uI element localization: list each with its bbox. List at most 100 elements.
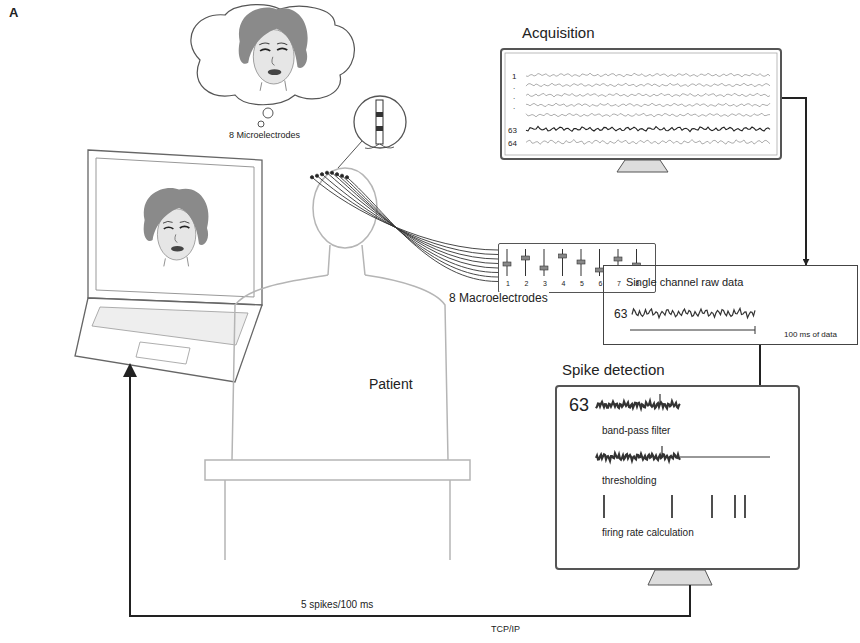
box-text: 1 [506, 280, 510, 288]
electrode-wires [310, 171, 498, 281]
electrode-wires-part [327, 173, 498, 264]
spike-traces-part [671, 495, 673, 518]
acquisition-monitor-part [505, 53, 777, 155]
microelectrode-inset-part [365, 144, 394, 149]
laptop-part [136, 342, 190, 364]
panel-letter: A [8, 6, 19, 21]
feedback-arrow-part [123, 363, 137, 377]
box-text: 100 ms of data [784, 330, 837, 339]
box-text: 2 [525, 280, 529, 288]
acquisition-monitor-part [500, 48, 782, 160]
patient-label: Patient [368, 376, 414, 392]
box-text: 63 [508, 126, 517, 135]
electrode-wires-part [342, 176, 498, 277]
signal-traces-part [526, 103, 770, 107]
raw-data-panel-part [603, 265, 858, 345]
data-rate-label: 5 spikes/100 ms [300, 599, 374, 611]
patient-silhouette-part [225, 480, 450, 560]
amplifier-sliders-part [522, 256, 530, 260]
box-text: thresholding [602, 475, 656, 487]
feedback-arrow-part [130, 374, 690, 616]
spike-traces-part [680, 456, 770, 457]
spike-monitor-part [555, 385, 800, 570]
box-text: . [513, 92, 515, 101]
spike-monitor [555, 385, 800, 585]
electrode-wires-part [337, 174, 498, 272]
spike-detection-monitor: Spike detection63band-pass filterthresho… [555, 385, 800, 570]
amplifier-sliders-part [525, 249, 526, 276]
thought-bubble-part [239, 7, 308, 90]
thought-bubble-part [258, 121, 264, 127]
signal-traces [526, 73, 770, 144]
electrode-wires-part [320, 173, 323, 176]
microelectrode-inset-part [376, 100, 383, 144]
electrode-label: 8 Macroelectrodes [448, 292, 549, 306]
box-text: 5 [580, 280, 584, 288]
spike-traces-part [711, 495, 713, 518]
amplifier-sliders-part [540, 266, 548, 270]
spike-traces-part [596, 453, 680, 460]
electrode-wires-part [335, 173, 338, 176]
signal-connector [759, 345, 761, 385]
electrode-wires-part [340, 174, 343, 177]
electrode-label: 8 Microelectrodes [228, 130, 301, 140]
spike-traces-part [744, 495, 746, 518]
patient-silhouette-part [328, 245, 365, 275]
amplifier-sliders-part [577, 260, 585, 264]
box-text: . [513, 82, 515, 91]
thought-bubble-part [191, 5, 355, 105]
box-text: 63 [614, 308, 627, 322]
spike-traces-part [661, 446, 662, 457]
box-text: 6 [599, 280, 603, 288]
microelectrode-inset-part [354, 96, 406, 148]
signal-traces-part [526, 73, 770, 77]
laptop-part [96, 158, 254, 297]
raw-trace [632, 308, 755, 317]
laptop-part [92, 307, 248, 345]
box-text: 1 [512, 72, 516, 81]
microelectrode-inset [338, 96, 406, 168]
box-heading: Spike detection [562, 361, 665, 378]
box-text: 64 [508, 139, 517, 148]
spike-traces-part [659, 394, 660, 405]
signal-traces-part [526, 113, 770, 117]
signal-traces-part [526, 126, 770, 131]
electrode-wires-part [325, 171, 328, 174]
raw-data-panel-part [630, 326, 755, 334]
microelectrode-inset-part [376, 126, 383, 131]
patient-silhouette-part [232, 275, 328, 460]
electrode-wires-part [330, 171, 333, 174]
electrode-wires-part [315, 174, 318, 177]
electrode-wires-part [310, 176, 313, 179]
box-text: 7 [617, 280, 621, 288]
spike-traces-part [734, 495, 736, 518]
amplifier-sliders-part [562, 249, 563, 276]
acquisition-monitor-part [617, 160, 668, 172]
electrode-wires-part [312, 177, 498, 250]
spike-traces-part [596, 401, 680, 408]
amplifier-sliders-part [544, 249, 545, 276]
laptop-part [88, 150, 262, 305]
signal-traces-part [526, 139, 770, 144]
thought-bubble [191, 5, 355, 127]
microelectrode-inset-part [338, 141, 362, 168]
raw-data-panel [603, 265, 858, 345]
signal-connector [782, 98, 806, 265]
box-text: 63 [569, 395, 589, 416]
patient-silhouette [205, 168, 470, 560]
spike-traces [596, 394, 770, 518]
acquisition-monitor: Acquisition1...6364 [500, 48, 782, 160]
box-text: firing rate calculation [602, 527, 694, 539]
electrode-wires-part [345, 176, 348, 179]
protocol-label: TCP/IP [490, 624, 521, 634]
patient-silhouette-part [365, 275, 448, 460]
electrode-wires-part [347, 177, 498, 281]
box-text: 4 [562, 280, 566, 288]
box-text: 3 [543, 280, 547, 288]
feedback-arrow [123, 363, 690, 616]
microelectrode-inset-part [376, 112, 383, 117]
signal-traces-part [526, 83, 770, 87]
patient-silhouette-part [205, 460, 470, 480]
